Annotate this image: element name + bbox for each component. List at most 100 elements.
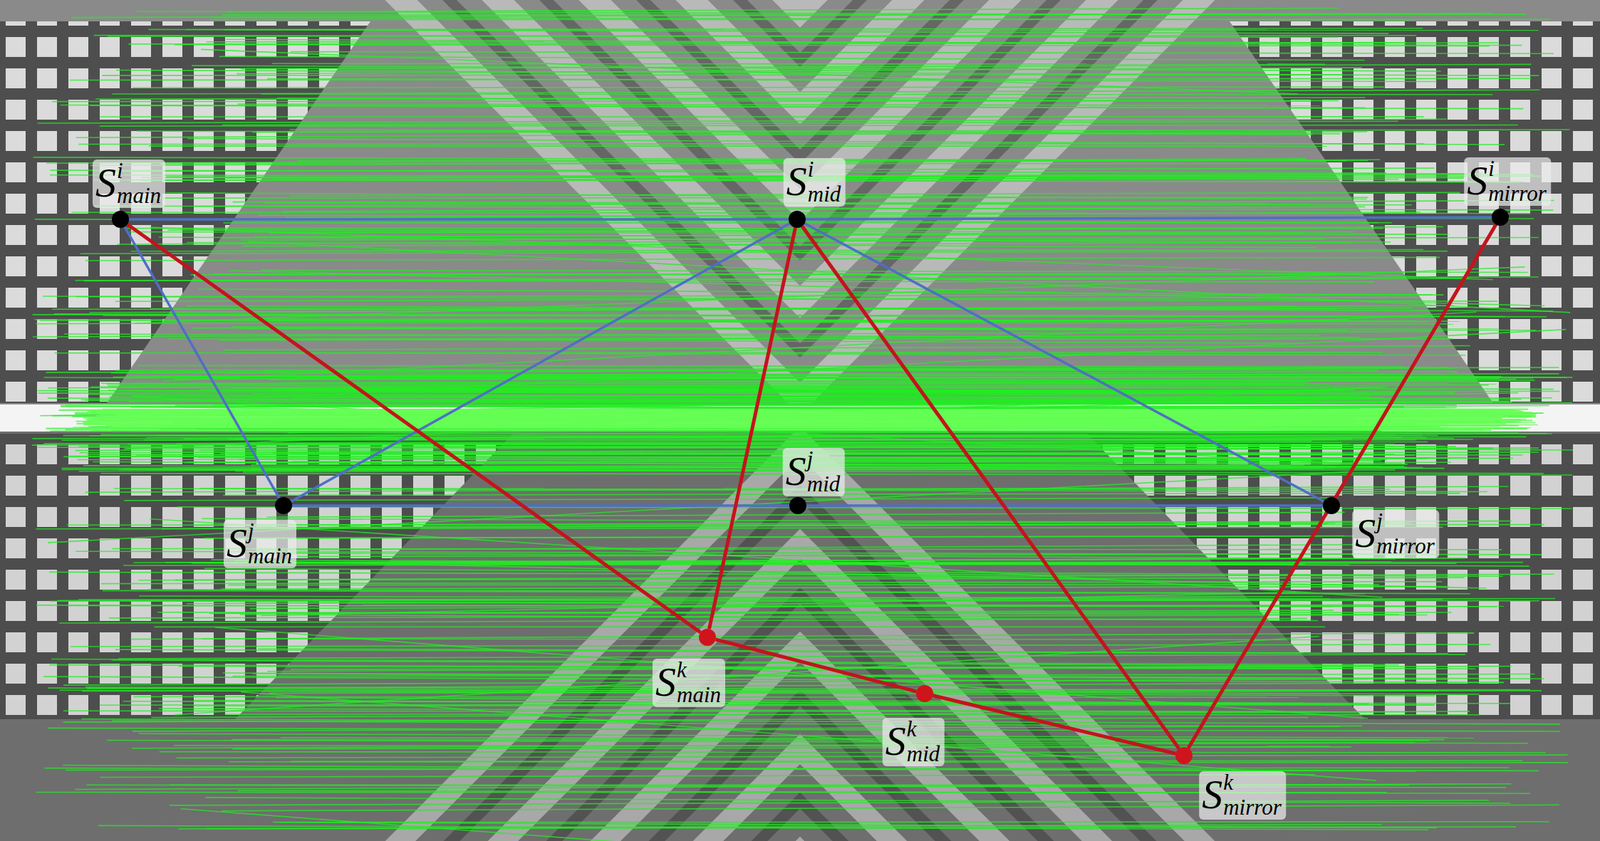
match-line (132, 86, 1385, 88)
blue-link (292, 504, 790, 508)
match-line (220, 586, 1449, 590)
subscript-name: mirror (1223, 796, 1282, 819)
subscript-name: mirror (1376, 534, 1435, 558)
match-line (90, 105, 1366, 108)
match-line (43, 676, 1504, 683)
match-line (192, 562, 1457, 565)
index-stack: imain (116, 159, 161, 207)
point-symbol: S (885, 720, 907, 763)
match-line (205, 797, 1511, 804)
subscript-name: mid (807, 473, 841, 496)
match-line (105, 424, 1504, 427)
match-line (74, 784, 1511, 791)
match-line (86, 411, 1532, 414)
match-line (87, 420, 1521, 422)
match-line (240, 614, 1318, 622)
match-line (47, 728, 1561, 732)
match-line (191, 65, 1442, 72)
match-line (101, 74, 1343, 76)
point-symbol: S (786, 160, 808, 203)
match-line (227, 7, 1338, 12)
point-label: Simain (92, 159, 166, 209)
blue-link (806, 504, 1323, 508)
match-line (220, 335, 1320, 341)
match-line (99, 775, 1316, 778)
match-line (60, 104, 1524, 109)
index-stack: kmain (676, 658, 721, 706)
match-line (290, 52, 1554, 55)
red-link (1188, 224, 1496, 748)
subscript-name: mirror (1488, 182, 1547, 205)
match-line (107, 380, 1535, 387)
match-lines (32, 7, 1573, 841)
match-line (257, 648, 1303, 654)
match-line (281, 377, 1444, 379)
point-label: Sjmain (223, 520, 297, 569)
match-line (261, 93, 1494, 95)
match-line (272, 62, 1326, 65)
blue-link (805, 217, 1492, 220)
feature-point: Skmid (916, 685, 934, 703)
match-line (222, 13, 1526, 16)
blue-link (290, 223, 790, 502)
match-line (122, 426, 1500, 428)
match-line (277, 98, 1311, 102)
match-line (36, 605, 1504, 607)
red-link (715, 639, 917, 692)
match-line (250, 319, 1417, 322)
match-line (112, 548, 1502, 550)
point-label: Sjmirror (1352, 510, 1440, 559)
match-line (37, 118, 1448, 124)
match-line (63, 456, 1390, 459)
match-line (237, 790, 1531, 794)
feature-point: Sjmid (789, 497, 807, 515)
match-line (267, 512, 1345, 518)
superscript-index: i (807, 158, 842, 181)
match-line (198, 289, 1444, 295)
match-line (49, 175, 1337, 178)
match-line (200, 49, 1298, 95)
match-line (185, 599, 1443, 605)
match-line (112, 426, 1531, 429)
match-line (262, 389, 1345, 392)
match-line (111, 373, 1573, 378)
match-line (234, 353, 1466, 356)
point-label: Sjmid (782, 448, 845, 497)
match-line (59, 410, 1544, 414)
match-line (237, 104, 1321, 106)
match-line (185, 28, 1423, 30)
match-line (49, 170, 1387, 174)
match-line (88, 417, 1502, 419)
index-stack: imid (807, 158, 842, 206)
match-line (193, 521, 1511, 526)
match-line (149, 307, 1413, 310)
point-symbol: S (1466, 160, 1488, 202)
match-line (68, 456, 1415, 459)
point-symbol: S (95, 162, 117, 204)
match-line (107, 35, 1417, 37)
match-line (227, 584, 1380, 587)
match-line (249, 396, 1335, 399)
match-line (100, 116, 1425, 118)
match-line (231, 536, 1355, 539)
match-line (232, 202, 1311, 204)
chevron-stripe (730, 800, 870, 841)
feature-point: Sjmain (274, 497, 293, 515)
point-symbol: S (1201, 774, 1223, 816)
subscript-name: mid (807, 183, 842, 206)
match-line (193, 705, 1435, 707)
match-line (159, 752, 1546, 753)
feature-point: Sjmirror (1322, 497, 1340, 515)
match-line (177, 507, 1573, 509)
index-stack: jmirror (1376, 510, 1435, 558)
feature-point: Simain (111, 210, 129, 228)
point-symbol: S (655, 661, 677, 704)
match-line (96, 415, 1510, 418)
match-line (204, 568, 1372, 575)
match-line (102, 590, 1365, 594)
match-line (222, 346, 1470, 351)
match-line (75, 294, 1432, 298)
superscript-index: k (676, 658, 721, 682)
